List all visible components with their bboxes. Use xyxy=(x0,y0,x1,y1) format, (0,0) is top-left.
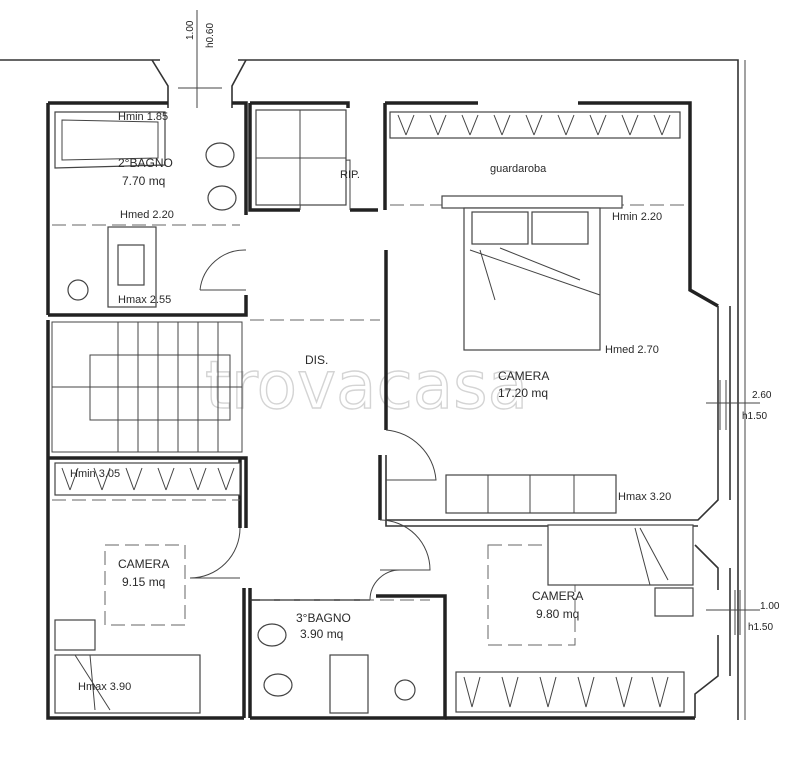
camera1-name: CAMERA xyxy=(498,369,549,383)
stairs xyxy=(51,321,243,453)
camera3-area: 9.80 mq xyxy=(536,607,579,621)
dis-name: DIS. xyxy=(305,353,328,367)
camera1-hmax: Hmax 3.20 xyxy=(618,491,671,503)
camera2-hmin: Hmin 3.05 xyxy=(70,468,120,480)
camera3-name: CAMERA xyxy=(532,589,583,603)
camera2-name: CAMERA xyxy=(118,557,169,571)
camera1-hmin: Hmin 2.20 xyxy=(612,211,662,223)
camera2-hmax: Hmax 3.90 xyxy=(78,681,131,693)
camera2-area: 9.15 mq xyxy=(122,575,165,589)
bathroom-fixtures xyxy=(54,109,694,714)
beds xyxy=(54,195,694,714)
bagno2-hmin: Hmin 1.85 xyxy=(118,111,168,123)
camera1-hmed: Hmed 2.70 xyxy=(605,344,659,356)
bagno2-area: 7.70 mq xyxy=(122,174,165,188)
bagno2-name: 2°BAGNO xyxy=(118,156,173,170)
right-window-2-width: 1.00 xyxy=(760,601,780,612)
wardrobes xyxy=(54,111,685,713)
bagno2-hmax: Hmax 2.55 xyxy=(118,294,171,306)
camera1-area: 17.20 mq xyxy=(498,386,548,400)
top-window-height: h0.60 xyxy=(205,23,216,48)
doors xyxy=(189,159,437,601)
bagno3-name: 3°BAGNO xyxy=(296,611,351,625)
top-window-width: 1.00 xyxy=(185,20,196,40)
right-window-2-height: h1.50 xyxy=(748,622,773,633)
camera1-wardrobe: guardaroba xyxy=(490,163,547,175)
windows xyxy=(706,380,760,635)
labels: 1.00 h0.60 Hmin 1.85 2°BAGNO 7.70 mq Hme… xyxy=(70,20,780,693)
bagno2-hmed: Hmed 2.20 xyxy=(120,209,174,221)
right-window-1-width: 2.60 xyxy=(752,390,772,401)
watermark: trovacasa xyxy=(205,347,528,424)
rip-name: RIP. xyxy=(340,169,360,181)
bagno3-area: 3.90 mq xyxy=(300,627,343,641)
right-window-1-height: h1.50 xyxy=(742,411,767,422)
